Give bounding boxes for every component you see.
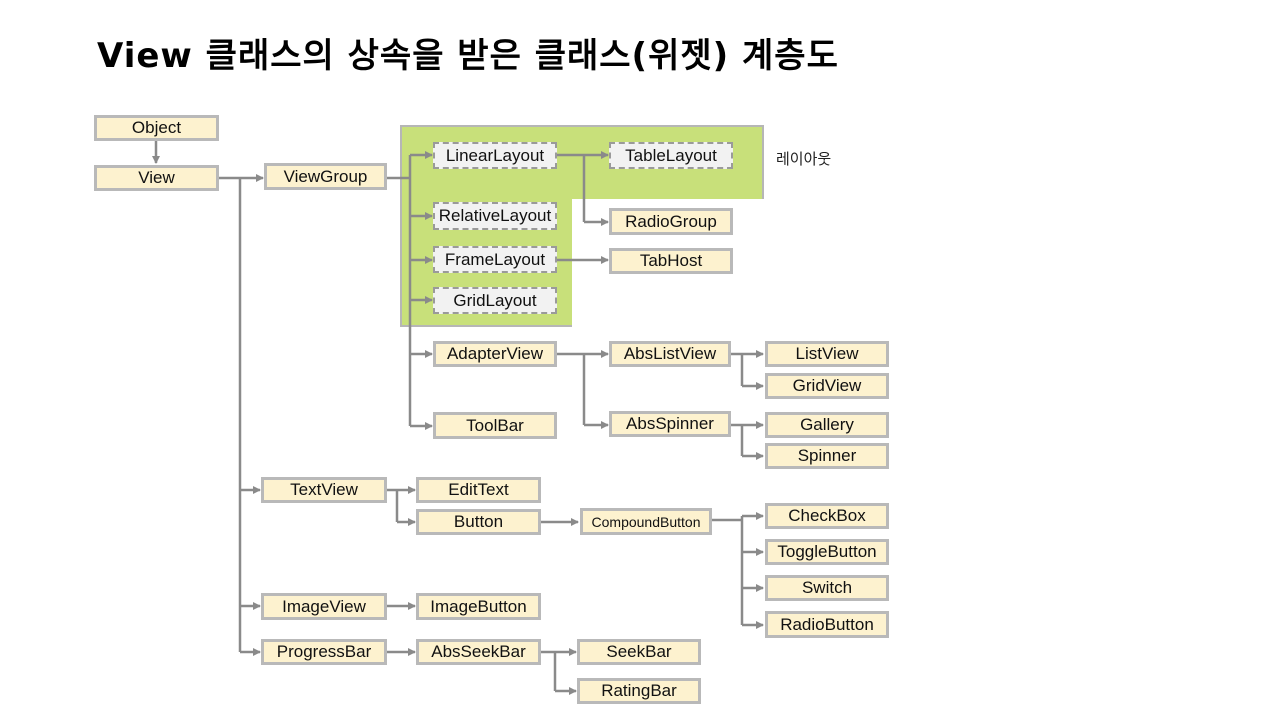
node-view: View bbox=[94, 165, 219, 191]
node-gridview: GridView bbox=[765, 373, 889, 399]
node-gallery: Gallery bbox=[765, 412, 889, 438]
layout-group-label: 레이아웃 bbox=[776, 150, 832, 168]
node-adapterview: AdapterView bbox=[433, 341, 557, 367]
node-framelayout: FrameLayout bbox=[433, 246, 557, 273]
node-textview: TextView bbox=[261, 477, 387, 503]
node-listview: ListView bbox=[765, 341, 889, 367]
node-edittext: EditText bbox=[416, 477, 541, 503]
node-progressbar: ProgressBar bbox=[261, 639, 387, 665]
node-absseekbar: AbsSeekBar bbox=[416, 639, 541, 665]
node-relativelayout: RelativeLayout bbox=[433, 202, 557, 230]
node-radiogroup: RadioGroup bbox=[609, 208, 733, 235]
node-viewgroup: ViewGroup bbox=[264, 163, 387, 190]
node-ratingbar: RatingBar bbox=[577, 678, 701, 704]
node-gridlayout: GridLayout bbox=[433, 287, 557, 314]
node-togglebutton: ToggleButton bbox=[765, 539, 889, 565]
node-imagebutton: ImageButton bbox=[416, 593, 541, 620]
node-tablelayout: TableLayout bbox=[609, 142, 733, 169]
node-tabhost: TabHost bbox=[609, 248, 733, 274]
node-toolbar: ToolBar bbox=[433, 412, 557, 439]
node-spinner: Spinner bbox=[765, 443, 889, 469]
node-radiobutton: RadioButton bbox=[765, 611, 889, 638]
node-button: Button bbox=[416, 509, 541, 535]
node-absspinner: AbsSpinner bbox=[609, 411, 731, 437]
slide-title: View 클래스의 상속을 받은 클래스(위젯) 계층도 bbox=[97, 36, 839, 76]
node-abslistview: AbsListView bbox=[609, 341, 731, 367]
node-seekbar: SeekBar bbox=[577, 639, 701, 665]
node-imageview: ImageView bbox=[261, 593, 387, 620]
node-compoundbutton: CompoundButton bbox=[580, 508, 712, 535]
node-object: Object bbox=[94, 115, 219, 141]
node-linearlayout: LinearLayout bbox=[433, 142, 557, 169]
node-switch: Switch bbox=[765, 575, 889, 601]
node-checkbox: CheckBox bbox=[765, 503, 889, 529]
